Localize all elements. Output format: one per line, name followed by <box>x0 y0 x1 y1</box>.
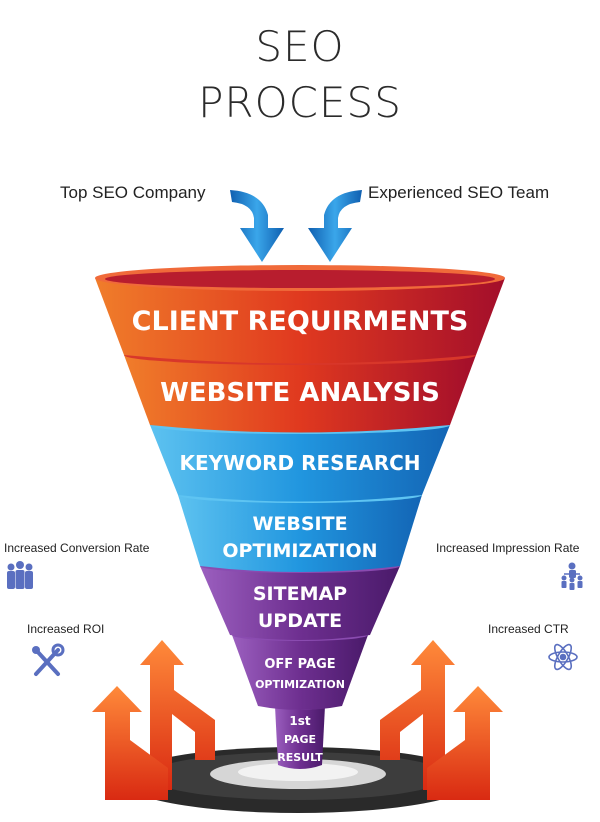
stage-7-label-line-2: PAGE <box>284 733 316 746</box>
tools-icon <box>32 643 65 676</box>
funnel-stage-4 <box>178 495 422 572</box>
growth-arrow-left-2 <box>92 686 168 800</box>
benefit-label-impression: Increased Impression Rate <box>436 541 580 555</box>
stage-7-label-line-3: RESULT <box>277 751 323 764</box>
stage-5-label-line-1: SITEMAP <box>253 583 347 605</box>
base-platform <box>120 747 476 813</box>
stage-7-label-line-1: 1st <box>289 714 310 728</box>
stage-6-label-line-1: OFF PAGE <box>264 657 335 672</box>
funnel-stage-5 <box>200 566 400 640</box>
input-label-left: Top SEO Company <box>60 183 206 202</box>
stage-3-label: KEYWORD RESEARCH <box>179 451 420 475</box>
stage-1-label: CLIENT REQUIRMENTS <box>132 306 469 337</box>
network-people-icon <box>561 562 583 590</box>
stage-4-label-line-2: OPTIMIZATION <box>222 540 377 562</box>
group-people-icon <box>7 561 33 589</box>
growth-arrow-left-1 <box>140 640 215 790</box>
atom-icon <box>548 643 578 671</box>
stage-6-label-line-2: OPTIMIZATION <box>255 678 345 691</box>
benefit-label-roi: Increased ROI <box>27 622 105 636</box>
funnel-stage-6 <box>232 635 368 710</box>
growth-arrows <box>92 640 503 800</box>
input-arrows <box>230 190 362 262</box>
funnel-stage-7 <box>275 706 325 769</box>
growth-arrow-right-2 <box>427 686 503 800</box>
title-line-2: PROCESS <box>198 78 402 127</box>
input-label-right: Experienced SEO Team <box>368 183 550 202</box>
funnel-labels: CLIENT REQUIRMENTS WEBSITE ANALYSIS KEYW… <box>132 306 469 764</box>
stage-4-label-line-1: WEBSITE <box>252 513 347 535</box>
benefit-label-ctr: Increased CTR <box>488 622 569 636</box>
input-arrow-left <box>230 190 284 262</box>
title-line-1: SEO <box>255 22 345 71</box>
funnel-stage-2 <box>124 355 476 433</box>
funnel-stage-1 <box>95 278 505 364</box>
stage-5-label-line-2: UPDATE <box>258 610 342 632</box>
funnel-stage-1-opening <box>105 270 495 288</box>
growth-arrow-right-1 <box>380 640 455 790</box>
funnel <box>95 265 505 769</box>
stage-2-label: WEBSITE ANALYSIS <box>160 378 440 408</box>
funnel-stage-3 <box>150 425 450 502</box>
input-arrow-right <box>308 190 362 262</box>
benefit-label-conversion: Increased Conversion Rate <box>4 541 150 555</box>
